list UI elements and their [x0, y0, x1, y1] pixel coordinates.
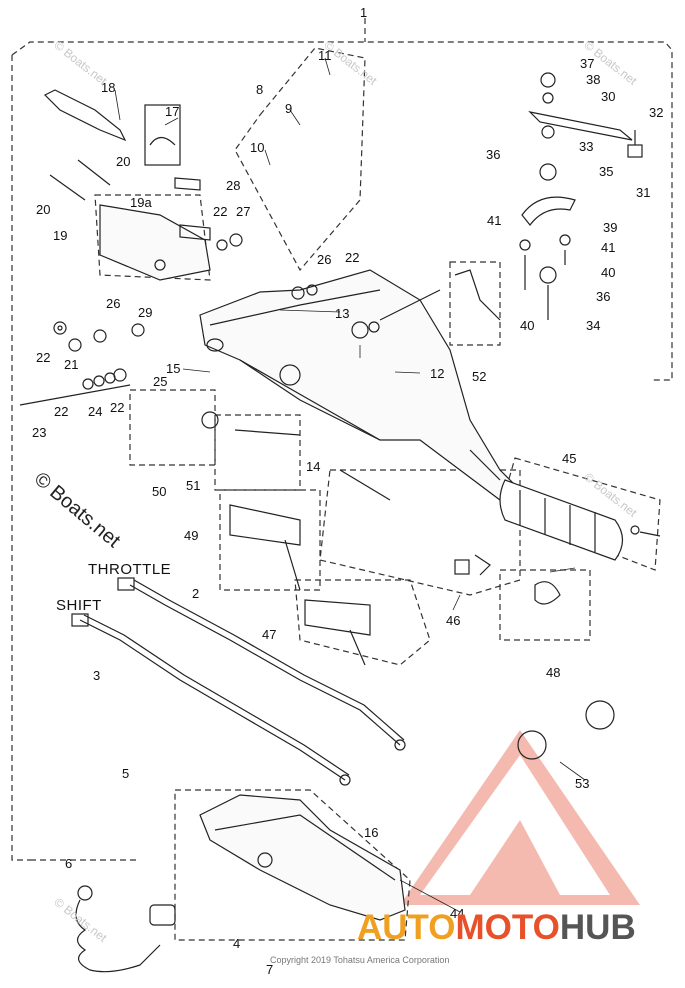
callout-26-a: 26 [317, 252, 332, 267]
callout-21: 21 [64, 357, 79, 372]
callout-1: 1 [360, 5, 368, 20]
callout-33: 33 [579, 139, 594, 154]
callout-4: 4 [233, 936, 241, 951]
callout-27: 27 [236, 204, 251, 219]
callout-12: 12 [430, 366, 445, 381]
callout-40-b: 40 [601, 265, 616, 280]
callout-22-b: 22 [345, 250, 360, 265]
lower-bracket-drawing [199, 794, 406, 921]
callout-46: 46 [446, 613, 461, 628]
callout-22-a: 22 [213, 204, 228, 219]
callout-7: 7 [266, 962, 274, 977]
callout-22-c: 22 [36, 350, 51, 365]
stop-cord-drawing [75, 885, 176, 973]
callout-34: 34 [586, 318, 601, 333]
throttle-label: THROTTLE [88, 561, 172, 578]
callout-2: 2 [192, 586, 200, 601]
hardware-drawing [19, 72, 643, 760]
callout-6: 6 [65, 856, 73, 871]
callout-16: 16 [364, 825, 379, 840]
brand-part-hub: HUB [559, 908, 636, 947]
callout-26-b: 26 [106, 296, 121, 311]
callout-36-b: 36 [596, 289, 611, 304]
callout-22-e: 22 [110, 400, 125, 415]
callout-15: 15 [166, 361, 181, 376]
callout-20-a: 20 [116, 154, 131, 169]
callout-13: 13 [335, 306, 350, 321]
callout-19: 19 [53, 228, 68, 243]
shift-label: SHIFT [56, 597, 102, 614]
callout-28: 28 [226, 178, 241, 193]
callout-22-d: 22 [54, 404, 69, 419]
callout-41-b: 41 [601, 240, 616, 255]
brand-part-moto: MOTO [455, 908, 560, 947]
callout-25: 25 [153, 374, 168, 389]
brand-logo-icon [400, 730, 640, 905]
callout-47: 47 [262, 627, 277, 642]
copyright-text: Copyright 2019 Tohatsu America Corporati… [270, 955, 450, 965]
callout-48: 48 [546, 665, 561, 680]
brand-part-auto: AUTO [357, 908, 456, 947]
brand-wordmark: AUTOMOTOHUB [357, 908, 636, 948]
kit-outline [11, 18, 673, 941]
callout-35: 35 [599, 164, 614, 179]
tiller-arm-drawing [199, 269, 522, 501]
callout-44: 44 [450, 906, 465, 921]
callout-3: 3 [93, 668, 101, 683]
callout-31: 31 [636, 185, 651, 200]
callout-5: 5 [122, 766, 130, 781]
callout-11: 11 [318, 48, 332, 63]
callout-37: 37 [580, 56, 595, 71]
upper-left-parts-drawing [43, 89, 211, 281]
callout-53: 53 [575, 776, 590, 791]
callout-19a: 19a [130, 195, 152, 210]
throttle-grip-drawing [499, 479, 661, 561]
callout-23: 23 [32, 425, 47, 440]
callout-9: 9 [285, 101, 293, 116]
callout-52: 52 [472, 369, 487, 384]
callout-17: 17 [165, 104, 180, 119]
callout-14: 14 [306, 459, 321, 474]
control-parts-drawing [229, 269, 561, 666]
callout-41-a: 41 [487, 213, 502, 228]
cables-drawing [71, 577, 406, 786]
callout-24: 24 [88, 404, 103, 419]
callout-30: 30 [601, 89, 616, 104]
callout-45: 45 [562, 451, 577, 466]
callout-32: 32 [649, 105, 664, 120]
callout-49: 49 [184, 528, 199, 543]
callout-51: 51 [186, 478, 201, 493]
callout-38: 38 [586, 72, 601, 87]
callout-29: 29 [138, 305, 153, 320]
callout-10: 10 [250, 140, 265, 155]
callout-8: 8 [256, 82, 264, 97]
leader-lines [114, 57, 586, 913]
callout-50: 50 [152, 484, 167, 499]
callout-18: 18 [101, 80, 116, 95]
callout-39: 39 [603, 220, 618, 235]
callout-40-a: 40 [520, 318, 535, 333]
callout-20-b: 20 [36, 202, 51, 217]
callout-36-a: 36 [486, 147, 501, 162]
